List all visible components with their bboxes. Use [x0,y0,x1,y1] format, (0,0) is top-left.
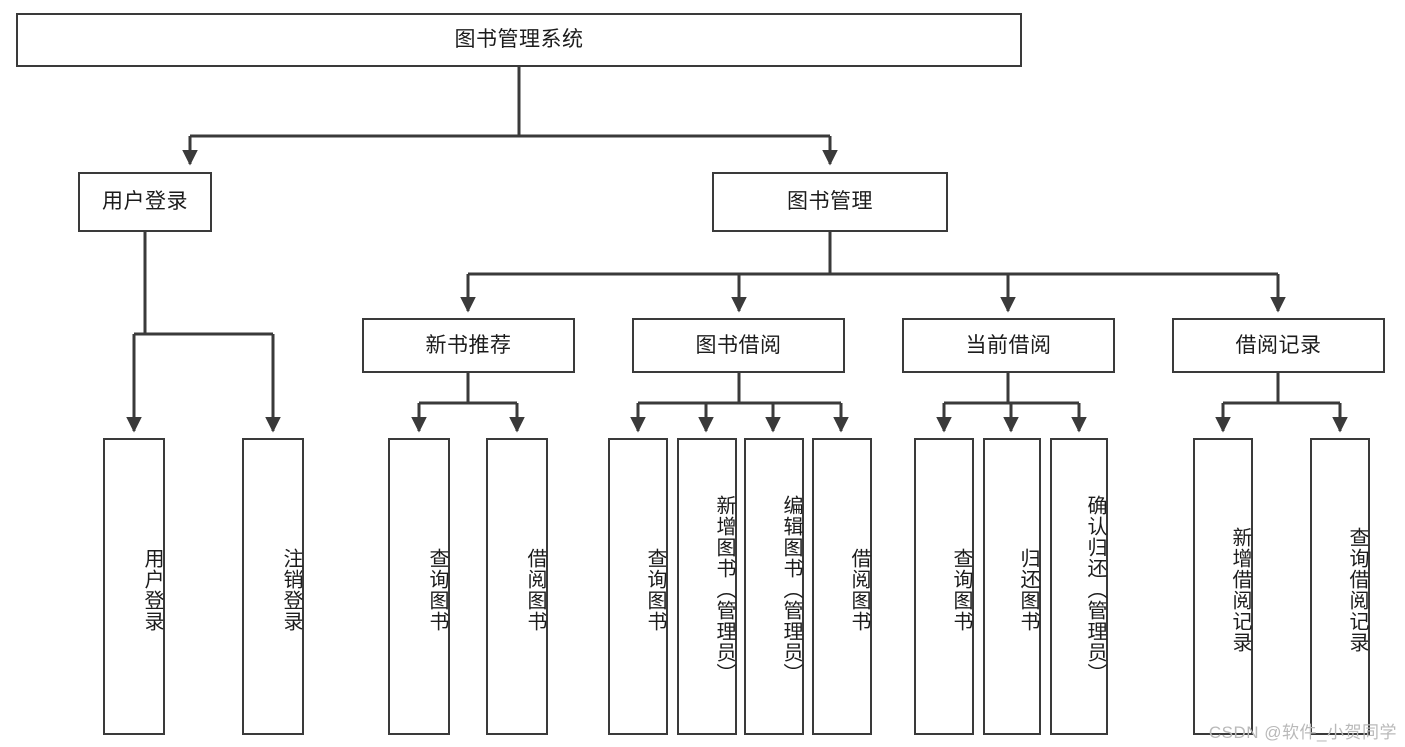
leaf-add-book[interactable]: 新增图书（管理员） [677,438,737,735]
node-book-borrow[interactable]: 图书借阅 [632,318,845,373]
node-user-login[interactable]: 用户登录 [78,172,212,232]
leaf-query-book-2[interactable]: 查询图书 [608,438,668,735]
leaf-query-record-label: 查询借阅记录 [1346,526,1368,653]
leaf-query-book-1-label: 查询图书 [426,547,448,632]
leaf-query-book-3[interactable]: 查询图书 [914,438,974,735]
node-root[interactable]: 图书管理系统 [16,13,1022,67]
leaf-borrow-book-1[interactable]: 借阅图书 [486,438,548,735]
leaf-logout[interactable]: 注销登录 [242,438,304,735]
leaf-query-record[interactable]: 查询借阅记录 [1310,438,1370,735]
leaf-borrow-book-1-label: 借阅图书 [524,547,546,632]
leaf-return-book-label: 归还图书 [1017,547,1039,632]
leaf-query-book-2-label: 查询图书 [644,547,666,632]
node-root-label: 图书管理系统 [454,28,584,52]
leaf-edit-book-label: 编辑图书（管理员） [780,495,802,684]
leaf-add-record[interactable]: 新增借阅记录 [1193,438,1253,735]
leaf-add-book-label: 新增图书（管理员） [713,495,735,684]
node-borrow-record[interactable]: 借阅记录 [1172,318,1385,373]
leaf-confirm-return[interactable]: 确认归还（管理员） [1050,438,1108,735]
leaf-borrow-book-2[interactable]: 借阅图书 [812,438,872,735]
node-current-borrow[interactable]: 当前借阅 [902,318,1115,373]
node-book-manage-label: 图书管理 [787,190,873,214]
node-book-borrow-label: 图书借阅 [695,333,782,357]
node-book-manage[interactable]: 图书管理 [712,172,948,232]
leaf-confirm-return-label: 确认归还（管理员） [1084,495,1106,684]
leaf-return-book[interactable]: 归还图书 [983,438,1041,735]
leaf-query-book-1[interactable]: 查询图书 [388,438,450,735]
watermark: CSDN @软件_小贺同学 [1208,723,1397,742]
leaf-add-record-label: 新增借阅记录 [1229,526,1251,653]
leaf-logout-label: 注销登录 [280,547,302,632]
leaf-user-login[interactable]: 用户登录 [103,438,165,735]
leaf-borrow-book-2-label: 借阅图书 [848,547,870,632]
node-current-borrow-label: 当前借阅 [965,333,1052,357]
node-new-book-rec-label: 新书推荐 [425,333,512,357]
node-new-book-rec[interactable]: 新书推荐 [362,318,575,373]
node-borrow-record-label: 借阅记录 [1235,333,1322,357]
leaf-user-login-label: 用户登录 [141,547,163,632]
leaf-query-book-3-label: 查询图书 [950,547,972,632]
leaf-edit-book[interactable]: 编辑图书（管理员） [744,438,804,735]
node-user-login-label: 用户登录 [102,190,188,214]
